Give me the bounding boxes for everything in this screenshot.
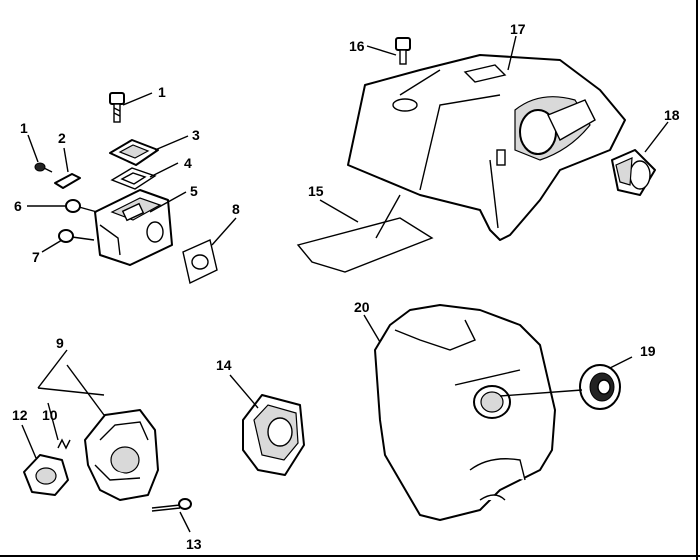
leader-2 — [63, 147, 69, 173]
leader-9b — [66, 364, 105, 416]
leader-20 — [363, 314, 381, 343]
leader-9c — [37, 387, 105, 396]
callout-1-top: 1 — [158, 84, 166, 100]
part-clip — [57, 438, 71, 450]
leader-12 — [21, 424, 37, 459]
part-housing — [84, 409, 159, 501]
leader-18 — [644, 121, 669, 153]
callout-13: 13 — [186, 536, 202, 552]
leader-7 — [41, 239, 63, 253]
callout-labels: 1 1 2 3 4 5 6 7 8 9 10 12 13 14 15 16 17… — [12, 21, 680, 552]
callout-20: 20 — [354, 299, 370, 315]
leader-19b — [499, 389, 583, 397]
part-muffler — [94, 189, 173, 266]
leader-5 — [149, 191, 187, 213]
part-bolt-6 — [65, 199, 98, 213]
leader-10 — [47, 402, 59, 441]
part-side-cover — [374, 304, 556, 521]
callout-7: 7 — [32, 249, 40, 265]
callout-2: 2 — [58, 130, 66, 146]
leader-8 — [211, 217, 237, 246]
callout-8: 8 — [232, 201, 240, 217]
callout-9: 9 — [56, 335, 64, 351]
callout-15: 15 — [308, 183, 324, 199]
leader-lines — [21, 35, 669, 533]
callout-17: 17 — [510, 21, 526, 37]
leader-15 — [319, 199, 359, 223]
leader-1a — [122, 92, 153, 106]
leader-4 — [149, 162, 179, 178]
callout-6: 6 — [14, 198, 22, 214]
part-carburetor — [23, 454, 69, 496]
leader-16 — [366, 45, 397, 56]
callout-10: 10 — [42, 407, 58, 423]
leader-13 — [179, 511, 191, 533]
callout-3: 3 — [192, 127, 200, 143]
part-grommet — [611, 149, 656, 196]
part-bolt-7 — [58, 229, 95, 243]
part-screw-top — [109, 92, 125, 123]
callout-12: 12 — [12, 407, 28, 423]
callout-19: 19 — [640, 343, 656, 359]
leader-19 — [609, 356, 633, 369]
part-screw-16 — [395, 37, 411, 65]
callout-1-side: 1 — [20, 120, 28, 136]
leader-3 — [154, 135, 189, 151]
leader-17 — [507, 35, 517, 71]
part-decal — [296, 217, 434, 273]
callout-5: 5 — [190, 183, 198, 199]
part-washer — [54, 173, 81, 189]
part-top-cover — [347, 54, 626, 241]
callout-14: 14 — [216, 357, 232, 373]
leader-9a — [37, 349, 68, 389]
part-air-filter — [242, 394, 305, 476]
callout-18: 18 — [664, 107, 680, 123]
leader-14 — [229, 374, 259, 409]
part-screw-side — [34, 162, 53, 173]
part-cover-plate — [109, 139, 159, 166]
part-long-screw — [151, 498, 192, 512]
callout-4: 4 — [184, 155, 192, 171]
callout-16: 16 — [349, 38, 365, 54]
part-gasket-small — [110, 167, 157, 190]
leader-15b — [375, 194, 401, 239]
part-knob — [579, 364, 621, 410]
leader-1b — [27, 134, 39, 163]
part-gasket-large — [182, 239, 218, 285]
